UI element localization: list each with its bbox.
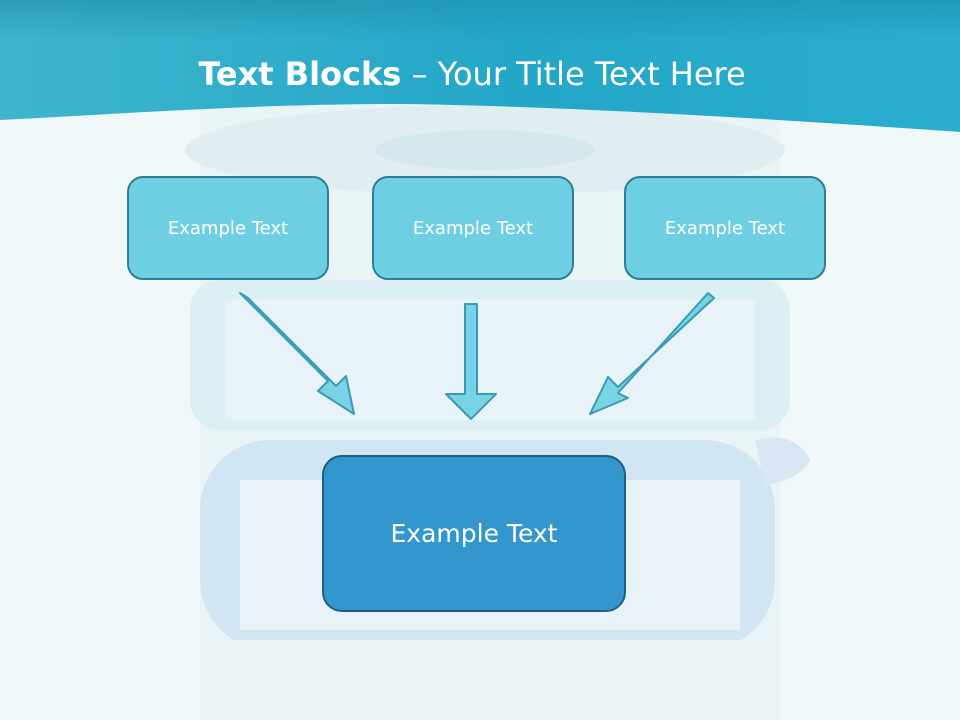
text-block-top-center[interactable]: Example Text bbox=[372, 176, 574, 280]
text-block-top-right-label: Example Text bbox=[664, 217, 786, 239]
arrow-right-diagonal bbox=[589, 292, 715, 415]
arrow-center-down bbox=[445, 303, 497, 420]
text-block-top-left[interactable]: Example Text bbox=[127, 176, 329, 280]
text-block-bottom[interactable]: Example Text bbox=[322, 455, 626, 612]
title-bold: Text Blocks bbox=[198, 55, 402, 93]
title-dash: – bbox=[401, 55, 438, 93]
text-block-top-left-label: Example Text bbox=[167, 217, 289, 239]
text-block-bottom-label: Example Text bbox=[390, 519, 558, 548]
text-block-top-center-label: Example Text bbox=[412, 217, 534, 239]
text-block-top-right[interactable]: Example Text bbox=[624, 176, 826, 280]
title-rest: Your Title Text Here bbox=[437, 55, 746, 93]
slide-title: Text Blocks – Your Title Text Here bbox=[0, 52, 944, 96]
arrow-left-diagonal bbox=[239, 292, 355, 415]
